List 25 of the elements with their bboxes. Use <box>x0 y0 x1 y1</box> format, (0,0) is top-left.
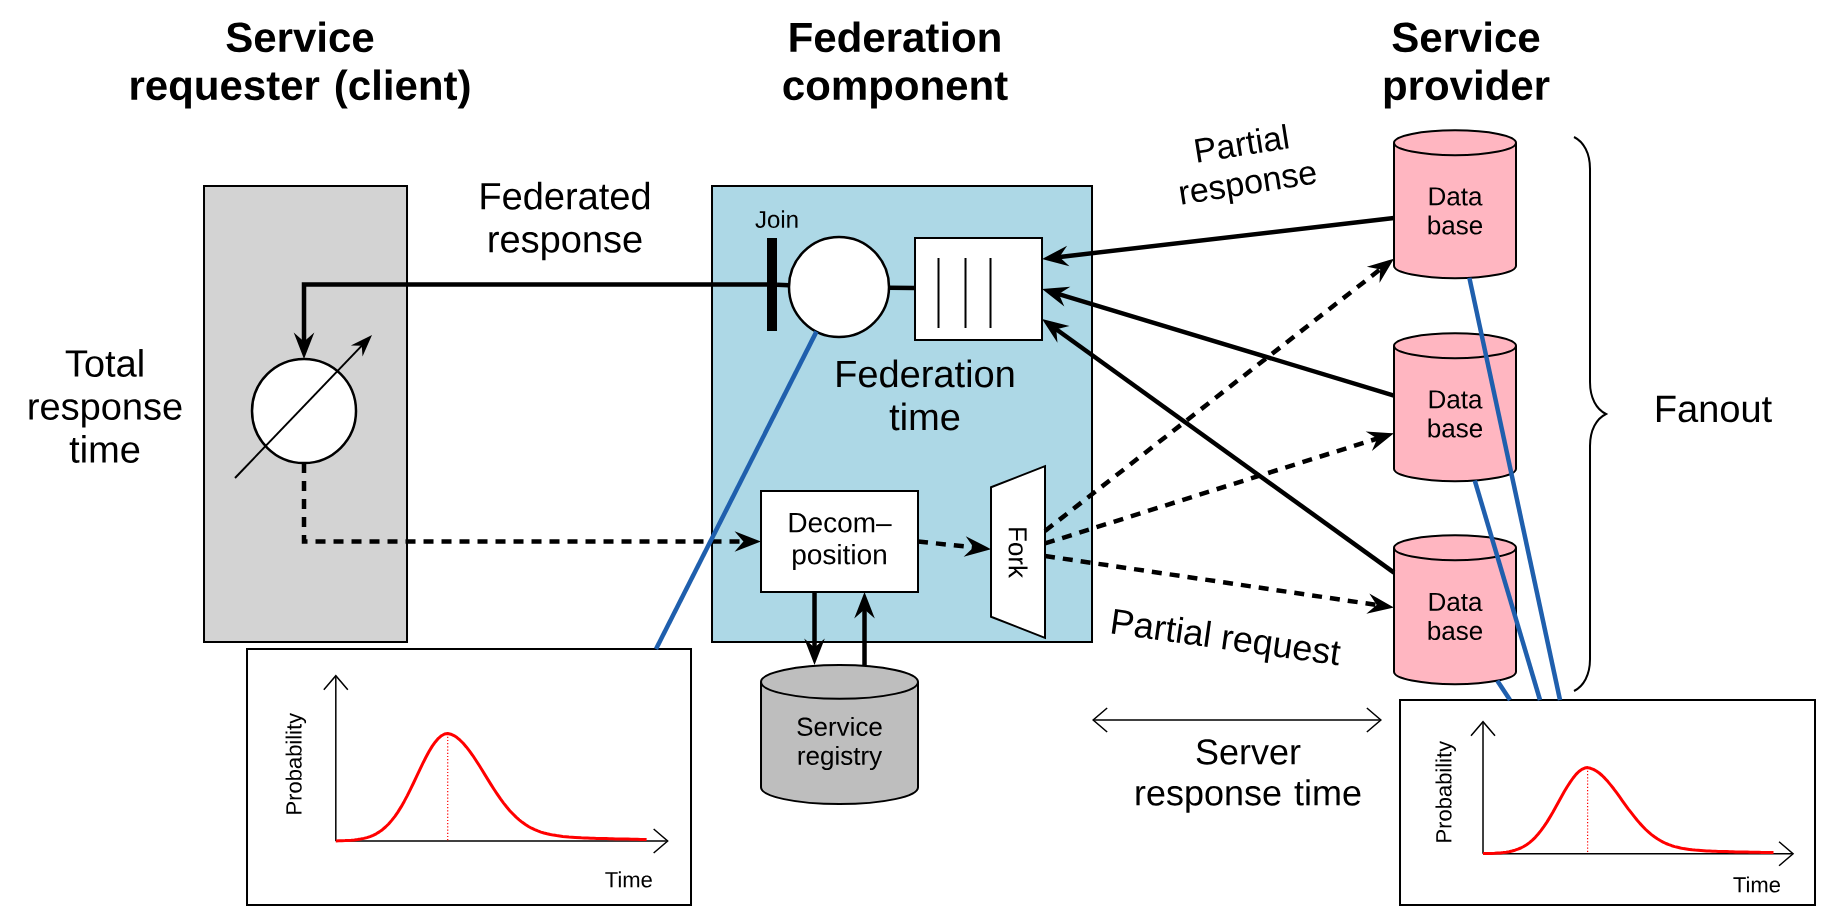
database-cylinder: Data base <box>1393 129 1517 280</box>
leader-line <box>1472 479 1543 701</box>
axis-label: Time <box>1733 876 1780 893</box>
leader-line <box>654 330 819 650</box>
edge-label: Federated response <box>481 181 650 261</box>
edge-label: Partial request <box>1111 608 1341 666</box>
join-bar: Join <box>755 210 798 331</box>
axis-label: Probability <box>285 712 307 814</box>
axis-label: Time <box>605 871 652 888</box>
node-caption: Total response time <box>29 349 182 463</box>
leader-line <box>1495 679 1512 702</box>
database-cylinder: Service registry <box>760 664 919 806</box>
leader-line <box>1467 277 1563 701</box>
node-caption: Federation time <box>837 359 1014 431</box>
dimension-label: Server response time <box>1136 739 1361 813</box>
brace-label: Fanout <box>1657 395 1772 423</box>
queue-box <box>914 237 1043 341</box>
column-heading: Service requester (client) <box>131 21 470 109</box>
database-cylinder: Data base <box>1393 534 1517 686</box>
process-box: Decom– position <box>760 490 919 593</box>
node-label: Join <box>755 210 798 228</box>
edge-label: Partial response <box>1179 123 1316 205</box>
axis-label: Probability <box>1435 740 1456 842</box>
database-cylinder: Data base <box>1393 332 1517 483</box>
column-heading: Federation component <box>783 21 1008 109</box>
